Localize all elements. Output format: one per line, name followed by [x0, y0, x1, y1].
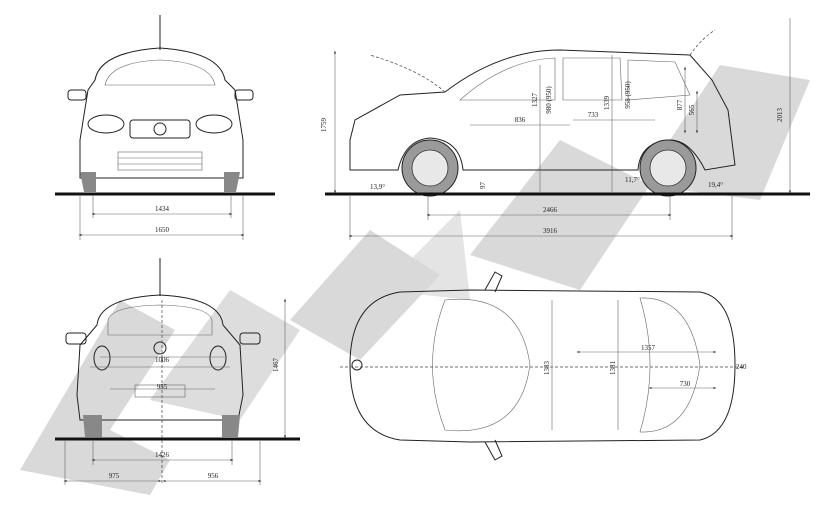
dim-rear-headroom: 1339	[603, 96, 611, 111]
dim-trunk-height: 877	[676, 99, 684, 110]
dim-rear-overhang-angle: 19,4°	[708, 181, 723, 189]
dim-rear-seat-height: 958 (950)	[624, 81, 632, 109]
dim-trunk-length: 730	[680, 380, 691, 388]
dim-front-headroom: 1327	[531, 93, 539, 108]
dim-front-interior-width: 1383	[543, 361, 551, 376]
right-mirror	[234, 89, 254, 101]
dim-rear-interior-width: 1381	[609, 361, 617, 376]
dim-front-seat-height: 980 (950)	[545, 86, 553, 114]
dim-height: 1759	[320, 118, 328, 133]
dim-front-angle: 13,9°	[370, 183, 385, 191]
side-view: 1759 2013 1327 980 (950) 1339 958 (950) …	[320, 18, 810, 240]
dim-ground-clearance: 97	[479, 182, 487, 190]
dim-side-marker: 240	[736, 363, 747, 371]
dim-track-rear: 1426	[155, 451, 170, 459]
dim-loading-height: 565	[688, 104, 696, 115]
dim-ramp-angle: 11,7°	[625, 176, 640, 184]
left-mirror	[67, 89, 87, 101]
dim-overall-length: 3916	[543, 227, 558, 235]
right-mirror-rear	[239, 332, 261, 345]
front-view: 1434 1650	[55, 15, 275, 240]
dim-front-legroom: 836	[515, 116, 526, 124]
top-view: 1383 1381 1357 730 240	[340, 271, 747, 461]
dim-rear-height: 1467	[272, 358, 280, 373]
left-mirror-rear	[65, 332, 87, 345]
rear-view: 1467 1006 955 1426 975 956	[55, 258, 300, 485]
dim-track-front: 1434	[155, 205, 170, 213]
dim-wheelbase: 2466	[543, 206, 558, 214]
watermark	[20, 65, 810, 495]
dim-half-width-left: 975	[109, 472, 120, 480]
dim-interior-length: 1357	[641, 344, 656, 352]
dim-height-open-tailgate: 2013	[776, 108, 784, 123]
dim-half-width-right: 956	[208, 472, 219, 480]
dim-overall-width: 1650	[155, 226, 170, 234]
dim-rear-legroom: 733	[588, 111, 599, 119]
